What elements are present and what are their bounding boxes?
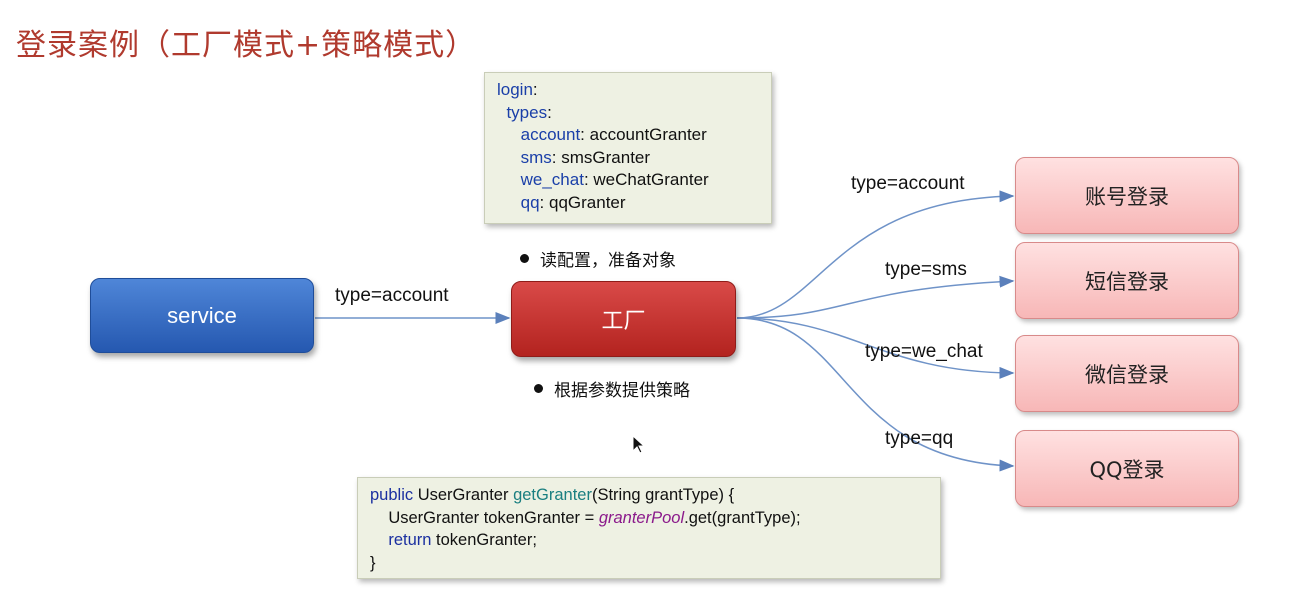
yaml-entry: sms: smsGranter: [520, 147, 651, 167]
code-line-3: return tokenGranter;: [370, 529, 940, 552]
yaml-types-key: types: [506, 102, 548, 122]
bullet-by-params: 根据参数提供策略: [534, 376, 690, 401]
yaml-entry-key: we_chat: [520, 170, 584, 189]
edge-label-qq: type=qq: [885, 428, 954, 449]
target-qq-login: QQ登录: [1015, 430, 1239, 507]
code-method-name: getGranter: [513, 486, 592, 504]
page-title: 登录案例（工厂模式+策略模式）: [16, 28, 477, 63]
edge-label-we-chat: type=we_chat: [865, 341, 983, 362]
edge-to-account: [736, 190, 1015, 319]
yaml-entry-value: qqGranter: [549, 192, 626, 212]
bullet-dot: [534, 384, 543, 393]
yaml-root-key: login: [497, 80, 533, 99]
yaml-entry-value: weChatGranter: [593, 170, 709, 189]
target-wechat-login: 微信登录: [1015, 335, 1239, 412]
code-snippet-box: public UserGranter getGranter(String gra…: [357, 477, 941, 579]
edge-label-service-factory: type=account: [335, 285, 449, 306]
code-text: UserGranter: [413, 486, 514, 504]
config-yaml-box: login: types: account: accountGranter sm…: [484, 72, 772, 224]
code-field: granterPool: [598, 508, 685, 527]
yaml-entry: account: accountGranter: [520, 125, 707, 144]
edge-to-qq: [736, 317, 1015, 472]
edge-label-account: type=account: [851, 173, 965, 194]
code-keyword: return: [370, 531, 432, 549]
target-sms-login: 短信登录: [1015, 242, 1239, 319]
yaml-entry-value: smsGranter: [561, 147, 651, 167]
service-node: service: [90, 278, 314, 353]
code-line-2: UserGranter tokenGranter = granterPool.g…: [370, 507, 940, 530]
bullet-text: 根据参数提供策略: [554, 381, 690, 401]
yaml-types-line: types:: [506, 102, 552, 122]
yaml-entry-key: sms: [520, 147, 552, 167]
yaml-entry: qq: qqGranter: [520, 192, 626, 212]
code-keyword: public: [370, 486, 414, 504]
code-text: .get(grantType);: [684, 508, 801, 527]
yaml-root-line: login:: [497, 80, 538, 99]
edge-label-sms: type=sms: [885, 259, 967, 280]
code-text: UserGranter tokenGranter =: [370, 508, 599, 527]
target-account-login: 账号登录: [1015, 157, 1239, 234]
yaml-entry: we_chat: weChatGranter: [520, 170, 709, 189]
mouse-cursor-icon: [632, 435, 646, 454]
yaml-entry-key: account: [520, 125, 581, 144]
bullet-text: 读配置，准备对象: [540, 251, 676, 271]
bullet-read-config: 读配置，准备对象: [520, 246, 676, 271]
edge-to-we-chat: [736, 317, 1015, 379]
code-line-1: public UserGranter getGranter(String gra…: [370, 484, 940, 507]
edge-to-sms: [736, 275, 1015, 319]
factory-node: 工厂: [511, 281, 736, 357]
bullet-dot: [520, 254, 529, 263]
code-text: (String grantType) {: [591, 486, 735, 504]
code-text: tokenGranter;: [431, 531, 537, 549]
yaml-entry-key: qq: [520, 192, 540, 212]
code-line-4: }: [370, 553, 376, 572]
yaml-entry-value: accountGranter: [589, 125, 707, 144]
